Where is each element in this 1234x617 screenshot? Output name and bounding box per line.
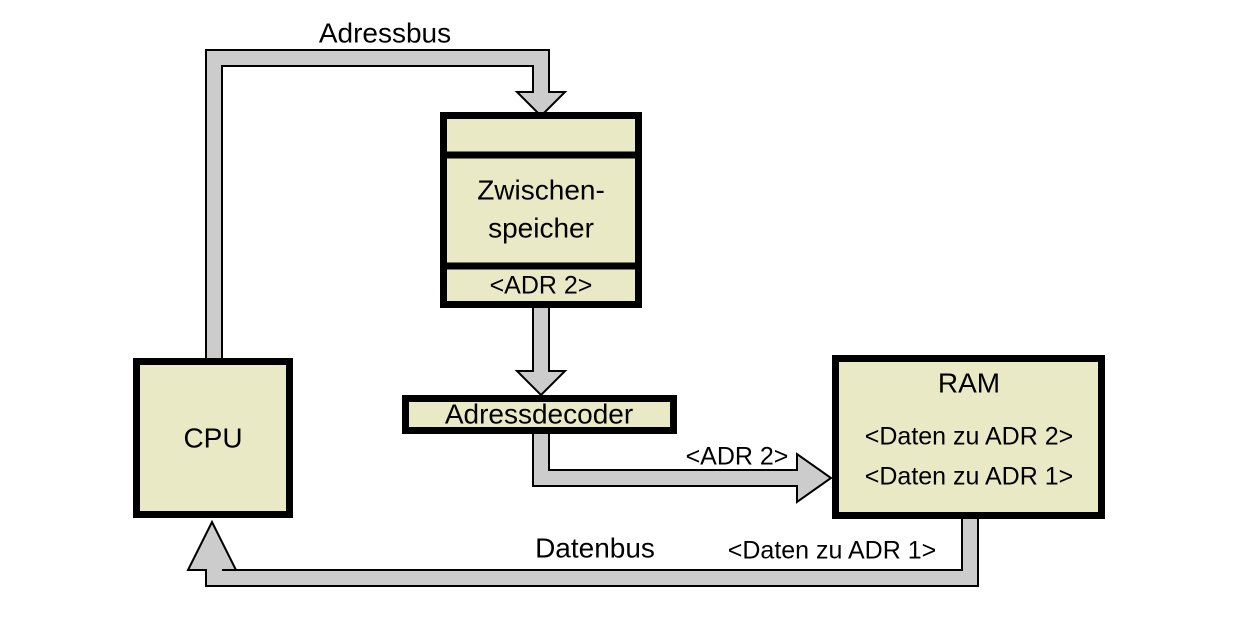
- ram-row-1: <Daten zu ADR 2>: [865, 423, 1073, 451]
- zwischenspeicher-label-line2: speicher: [488, 212, 594, 243]
- cpu-label: CPU: [183, 422, 242, 453]
- ram-to-cpu-data-label: <Daten zu ADR 1>: [728, 537, 936, 565]
- zwischenspeicher-bottom-cell: <ADR 2>: [490, 272, 593, 300]
- adressdecoder-node[interactable]: Adressdecoder: [402, 395, 677, 434]
- cpu-node[interactable]: CPU: [133, 358, 293, 518]
- address-bus-label: Adressbus: [319, 17, 451, 48]
- ram-title: RAM: [938, 367, 1000, 398]
- data-bus-label: Datenbus: [535, 532, 655, 563]
- ram-node[interactable]: RAM <Daten zu ADR 2> <Daten zu ADR 1>: [832, 355, 1105, 519]
- decoder-to-ram-bus: [532, 429, 833, 504]
- decoder-to-ram-label: <ADR 2>: [686, 443, 789, 471]
- zwischenspeicher-label-line1: Zwischen-: [477, 174, 605, 205]
- data-bus-path: [186, 513, 979, 587]
- adressdecoder-label: Adressdecoder: [445, 398, 633, 429]
- zwischenspeicher-node[interactable]: Zwischen- speicher <ADR 2>: [440, 112, 642, 308]
- ram-row-2: <Daten zu ADR 1>: [865, 463, 1073, 491]
- address-bus-path: [205, 49, 568, 373]
- zwischenspeicher-to-decoder-arrow: [514, 303, 568, 397]
